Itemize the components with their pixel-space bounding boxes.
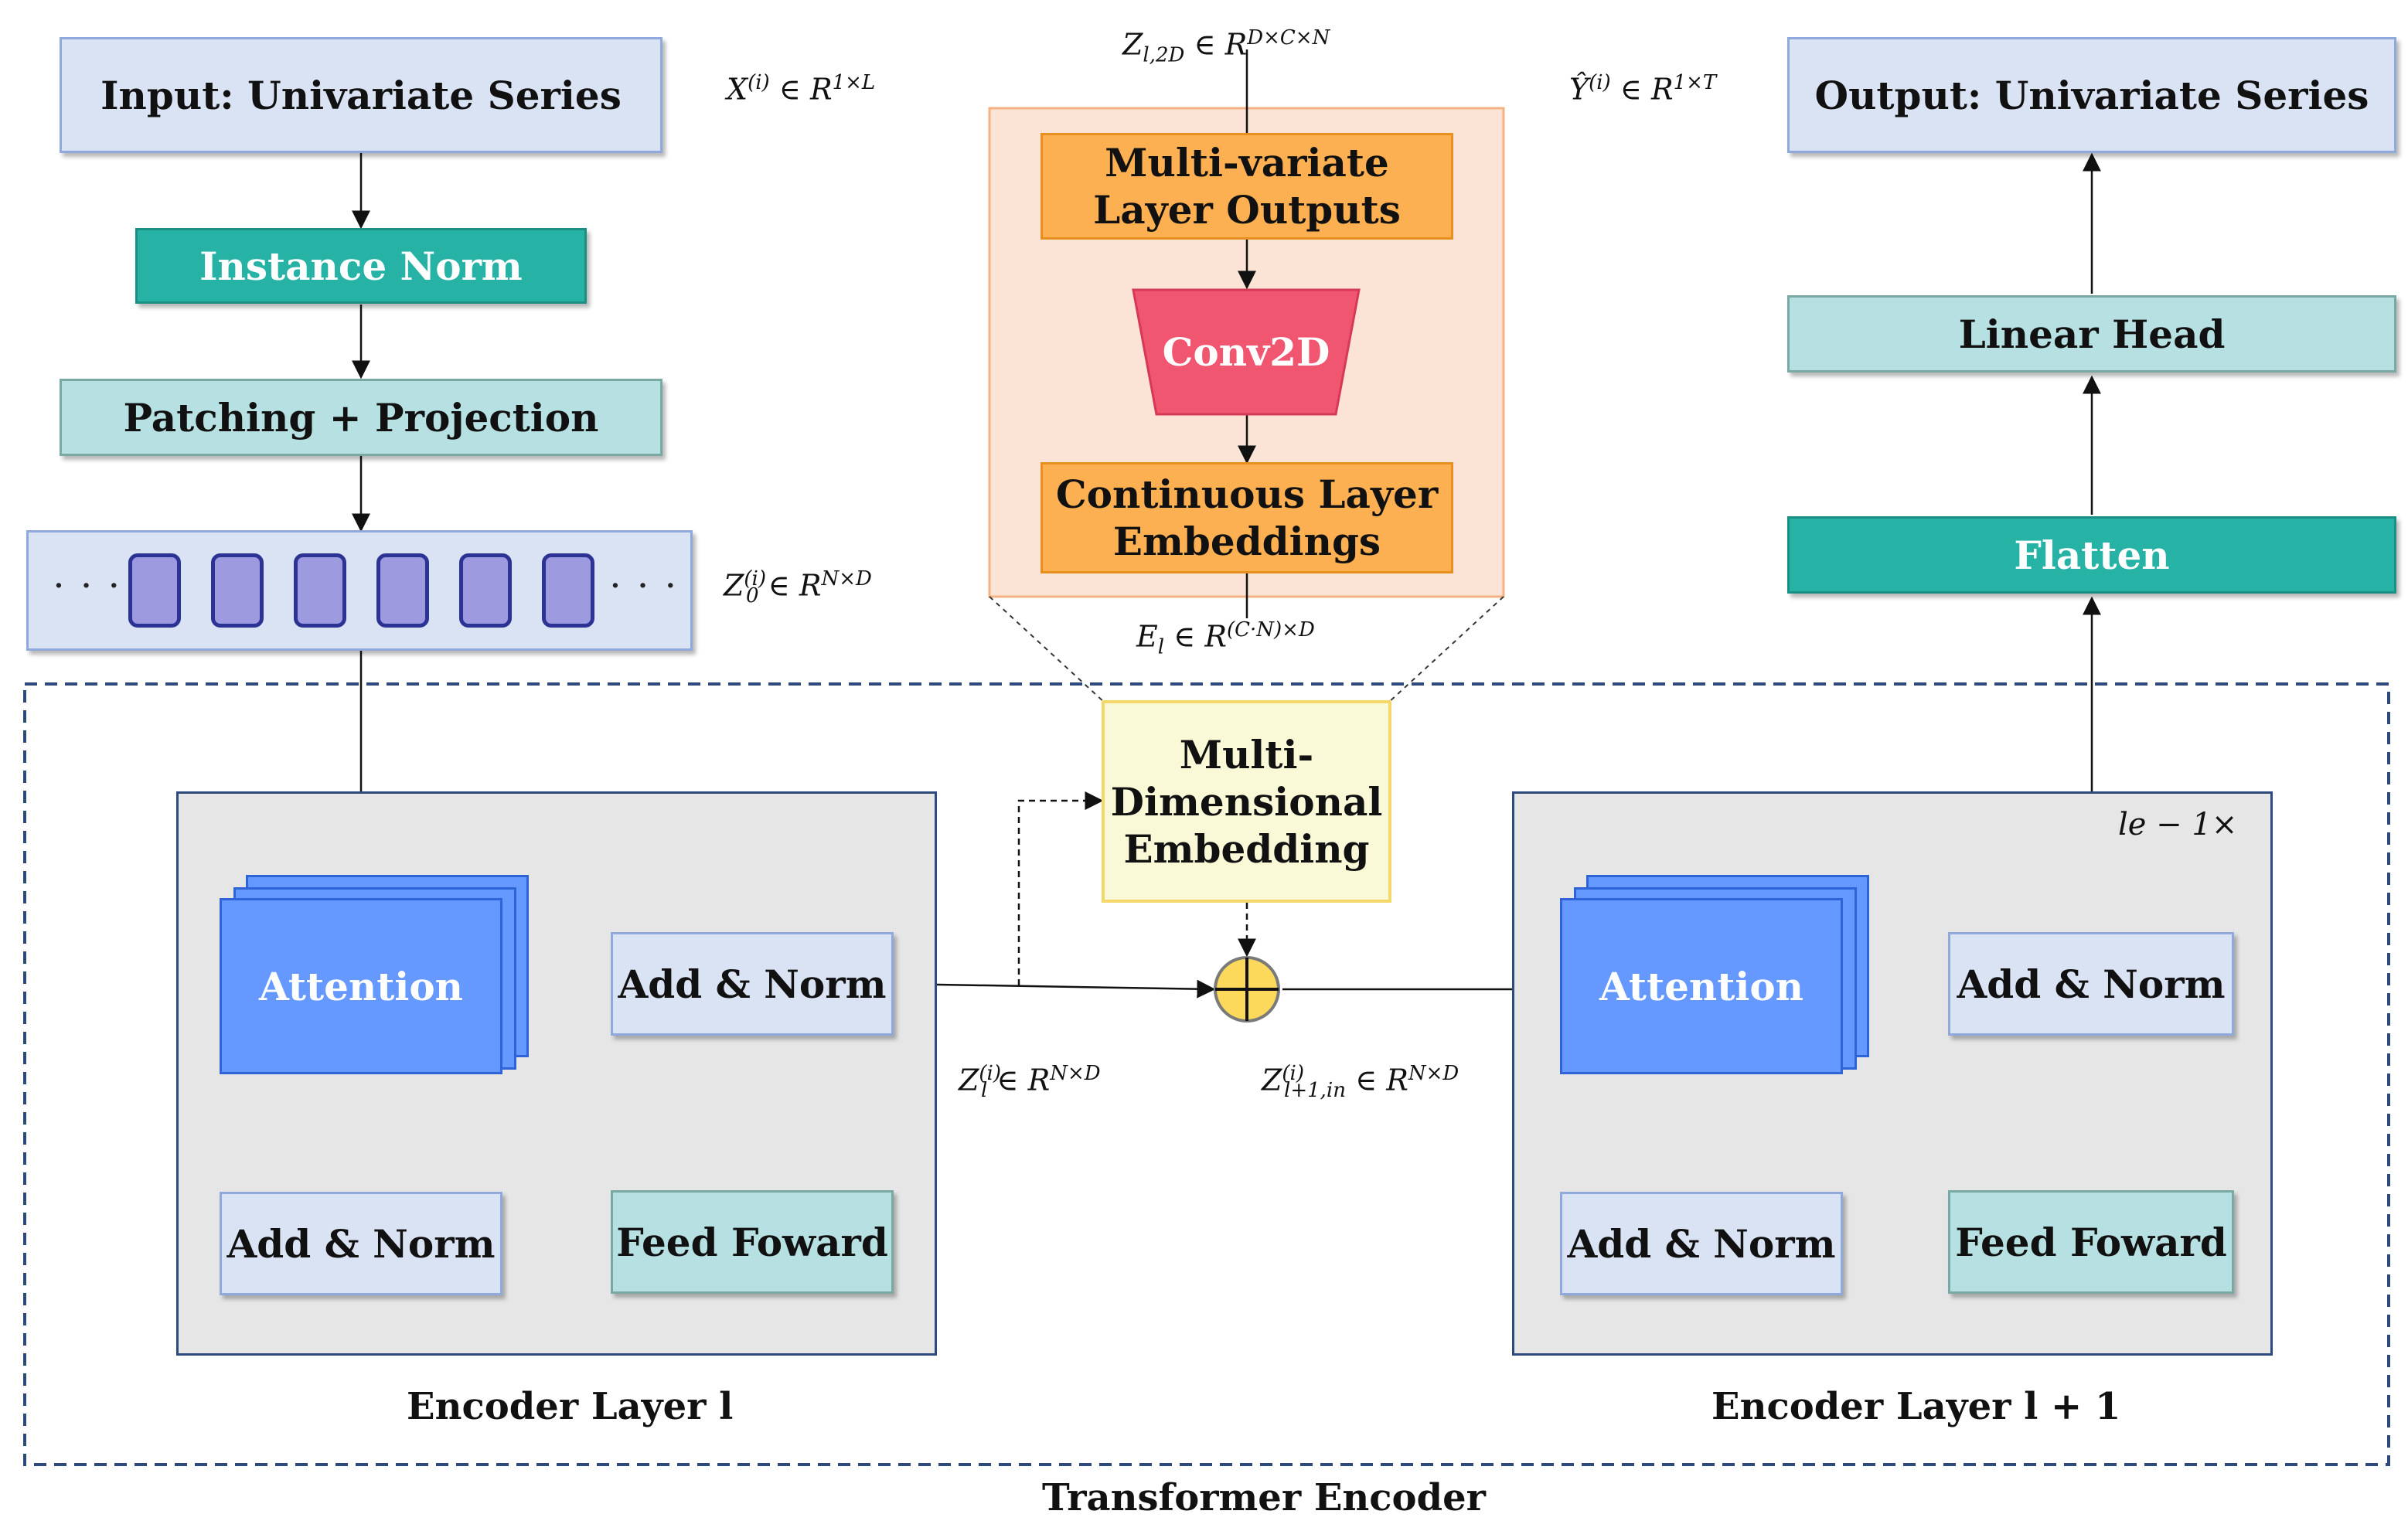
output-series-label: Output: Univariate Series [1814, 72, 2369, 118]
output-shape-annotation: Ŷ(i) ∈ R1×T [1569, 71, 1717, 107]
patching-projection-block: Patching + Projection [60, 379, 662, 456]
patch-token [128, 553, 181, 628]
feed-forward-block-l: Feed Foward [611, 1190, 894, 1294]
conv2d-label-wrapper: Conv2D [1133, 290, 1359, 414]
token-dots-left: · · · [54, 570, 124, 601]
token-dots-right: · · · [611, 570, 680, 601]
instance-norm-block: Instance Norm [135, 228, 587, 304]
multivariate-layer-outputs-block: Multi-variate Layer Outputs [1041, 133, 1453, 240]
attention-label: Attention [1599, 963, 1804, 1009]
input-shape-annotation: X(i) ∈ R1×L [727, 71, 876, 107]
instance-norm-label: Instance Norm [199, 243, 523, 289]
conv2d-trapezoid [1132, 288, 1361, 416]
feed-forward-block-l1: Feed Foward [1948, 1190, 2234, 1294]
patch-token [211, 553, 264, 628]
add-norm-block-l1-lower: Add & Norm [1560, 1192, 1843, 1295]
continuous-layer-embeddings-label: Continuous Layer Embeddings [1055, 471, 1439, 564]
flatten-label: Flatten [2014, 532, 2170, 578]
multi-dimensional-embedding-label: Multi-Dimensional Embedding [1110, 731, 1383, 872]
attention-block-l: Attention [220, 898, 502, 1074]
linear-head-label: Linear Head [1958, 311, 2226, 357]
add-norm-label: Add & Norm [618, 961, 887, 1007]
el-shape-annotation: El ∈ R(C·N)×D [1136, 618, 1315, 659]
z2d-shape-annotation: Zl,2D ∈ RD×C×N [1122, 26, 1330, 67]
add-norm-block-l1-upper: Add & Norm [1948, 932, 2234, 1036]
repeat-annotation: le − 1× [2118, 807, 2238, 842]
sum-icon [1214, 956, 1280, 1022]
add-norm-label: Add & Norm [226, 1220, 496, 1267]
continuous-layer-embeddings-block: Continuous Layer Embeddings [1041, 462, 1453, 573]
input-series-label: Input: Univariate Series [100, 72, 622, 118]
add-norm-block-l-lower: Add & Norm [220, 1192, 502, 1295]
patch-token [294, 553, 346, 628]
feed-forward-label: Feed Foward [1955, 1219, 2227, 1265]
multivariate-layer-outputs-label: Multi-variate Layer Outputs [1093, 140, 1401, 233]
transformer-encoder-caption: Transformer Encoder [1042, 1476, 1486, 1519]
attention-label: Attention [258, 963, 464, 1009]
patch-token [459, 553, 512, 628]
multi-dimensional-embedding-block: Multi-Dimensional Embedding [1102, 700, 1391, 903]
zin-shape-annotation: Z(i)l+1,in ∈ RN×D [1262, 1062, 1459, 1103]
z0-shape-annotation: Z(i)0 ∈ RN×D [724, 567, 872, 608]
add-norm-label: Add & Norm [1957, 961, 2226, 1007]
add-norm-block-l-upper: Add & Norm [611, 932, 894, 1036]
patch-token [542, 553, 594, 628]
linear-head-block: Linear Head [1787, 295, 2396, 373]
patching-projection-label: Patching + Projection [123, 394, 599, 441]
flatten-block: Flatten [1787, 516, 2396, 594]
feed-forward-label: Feed Foward [616, 1219, 888, 1265]
encoder-layer-l1-caption: Encoder Layer l + 1 [1711, 1385, 2121, 1428]
output-series-block: Output: Univariate Series [1787, 37, 2396, 153]
attention-block-l1: Attention [1560, 898, 1843, 1074]
zl-shape-annotation: Z(i)l ∈ RN×D [959, 1062, 1101, 1103]
encoder-layer-l-caption: Encoder Layer l [407, 1385, 734, 1428]
add-norm-label: Add & Norm [1567, 1220, 1836, 1267]
patch-token [376, 553, 429, 628]
input-series-block: Input: Univariate Series [60, 37, 662, 153]
transformer-encoder-frame [23, 682, 2390, 1466]
conv2d-label: Conv2D [1162, 329, 1330, 375]
